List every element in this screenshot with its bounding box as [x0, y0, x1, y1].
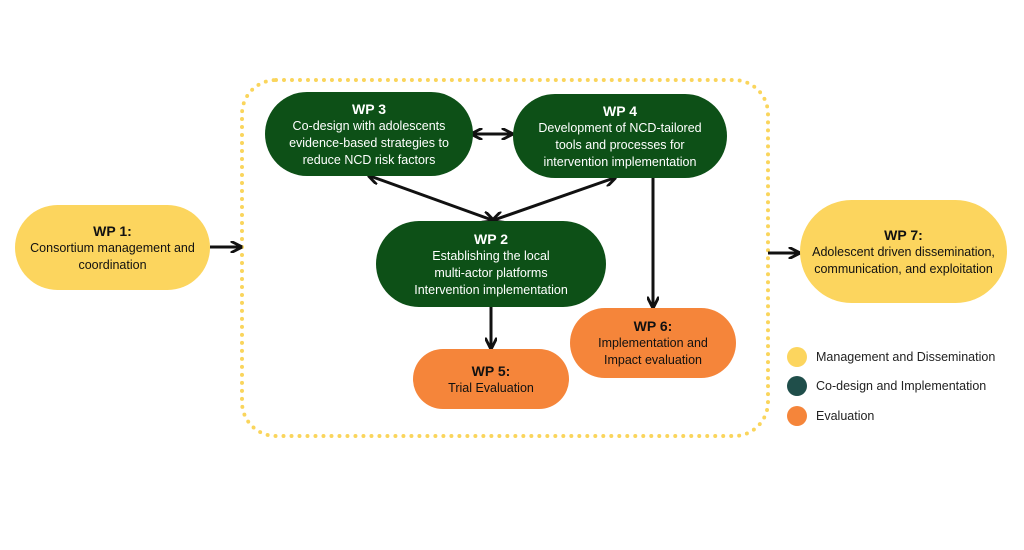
- node-wp4-line: intervention implementation: [543, 154, 697, 169]
- node-wp4: WP 4 Development of NCD-tailored tools a…: [513, 94, 727, 178]
- node-wp4-line: tools and processes for: [555, 137, 685, 152]
- legend-item-codesign: Co-design and Implementation: [787, 376, 986, 396]
- legend-item-evaluation: Evaluation: [787, 406, 874, 426]
- node-wp2-title: WP 2: [474, 230, 508, 247]
- node-wp3-line: evidence-based strategies to: [289, 135, 449, 150]
- node-wp6-title: WP 6:: [633, 318, 673, 334]
- node-wp2: WP 2 Establishing the local multi-actor …: [376, 221, 606, 307]
- legend-swatch-yellow: [787, 347, 807, 367]
- node-wp5: WP 5: Trial Evaluation: [413, 349, 569, 409]
- node-wp7-line: communication, and exploitation: [814, 261, 993, 276]
- legend-label: Management and Dissemination: [816, 350, 996, 364]
- node-wp1: WP 1: Consortium management and coordina…: [15, 205, 210, 290]
- node-wp1-title: WP 1:: [93, 222, 132, 239]
- legend-label: Co-design and Implementation: [816, 379, 987, 393]
- legend-swatch-teal: [787, 376, 807, 396]
- legend-swatch-orange: [787, 406, 807, 426]
- node-wp4-line: Development of NCD-tailored: [538, 120, 702, 135]
- work-package-frame: [240, 78, 770, 438]
- arrow-wp4-wp2: [494, 178, 614, 220]
- node-wp3-line: Co-design with adolescents: [292, 118, 446, 133]
- node-wp4-title: WP 4: [603, 102, 637, 119]
- node-wp1-line: coordination: [78, 257, 147, 272]
- node-wp3: WP 3 Co-design with adolescents evidence…: [265, 92, 473, 176]
- node-wp5-line: Trial Evaluation: [448, 380, 534, 395]
- legend-label: Evaluation: [816, 409, 875, 423]
- node-wp2-line: multi-actor platforms: [434, 265, 548, 280]
- node-wp5-title: WP 5:: [471, 362, 511, 379]
- node-wp6: WP 6: Implementation and Impact evaluati…: [570, 308, 736, 378]
- arrow-wp3-wp2: [370, 176, 492, 220]
- node-wp7-line: Adolescent driven dissemination,: [812, 244, 995, 259]
- node-wp2-line: Establishing the local: [432, 248, 550, 263]
- legend-item-management: Management and Dissemination: [787, 347, 995, 367]
- node-wp3-line: reduce NCD risk factors: [302, 152, 436, 167]
- node-wp2-line: Intervention implementation: [414, 282, 568, 297]
- node-wp6-line: Implementation and: [598, 336, 708, 350]
- node-wp6-line: Impact evaluation: [604, 353, 702, 367]
- node-wp1-line: Consortium management and: [30, 240, 195, 255]
- node-wp7: WP 7: Adolescent driven dissemination, c…: [800, 200, 1007, 303]
- node-wp3-title: WP 3: [352, 100, 386, 117]
- node-wp7-title: WP 7:: [884, 226, 923, 243]
